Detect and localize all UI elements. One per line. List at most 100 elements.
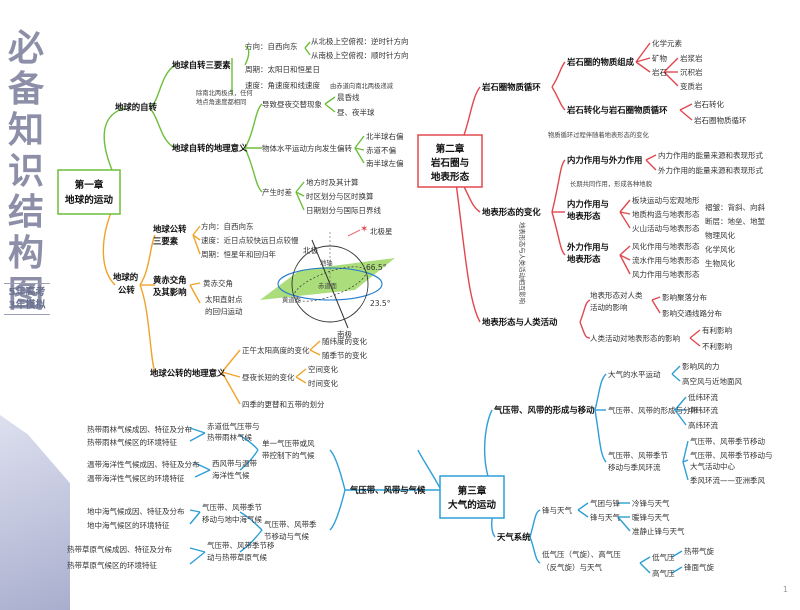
- ch3-a1b: 地中海气候区的环境特征: [87, 520, 170, 530]
- ch1-ecliptic-2: 及其影响: [153, 287, 187, 297]
- ch2-r1: 岩浆岩: [680, 53, 703, 63]
- ch2-trans: 岩石转化与岩石圈物质循环: [566, 105, 668, 115]
- ch2-plate-b: 地质构造与地表形态: [632, 209, 700, 219]
- ch3-move-b-2: 大气活动中心: [690, 461, 735, 471]
- star-pointer: [347, 229, 361, 237]
- earth-axis: [311, 239, 349, 329]
- ch3-s2a: 温带海洋性气候成因、特征及分布: [87, 459, 200, 469]
- ch3-a2-1: 气压带、风带季节移: [207, 540, 275, 550]
- ch3-move-a: 气压带、风带季节移动: [690, 436, 765, 446]
- ch1-ecliptic-1: 黄赤交角: [153, 275, 187, 285]
- ch1-daylen-a: 空间变化: [308, 364, 338, 374]
- ch3-s2-2: 海洋性气候: [212, 470, 250, 480]
- ch3-s1-1: 赤道低气压带与: [207, 421, 260, 431]
- ch3-belt-a: 低纬环流: [688, 392, 718, 402]
- ch1-rot-speed-note: 由赤道向南北两极递减: [330, 81, 394, 90]
- ch1-ecliptic-b-2: 的回归运动: [205, 306, 243, 316]
- ch3-box: 第三章 大气的运动: [439, 475, 505, 519]
- ecliptic-plane-label: 黄道面: [282, 295, 301, 304]
- ch3-cyc-1: 低气压（气旋）、高气压: [542, 549, 621, 559]
- ch1-title-1: 第一章: [75, 179, 104, 191]
- ch3-s2-1: 西风带与温带: [212, 459, 257, 468]
- ch1-deflect: 物体水平运动方向发生偏转: [262, 143, 352, 153]
- north-star-icon: ✶: [360, 224, 368, 235]
- ch3-high-a: 锋面气旋: [684, 562, 714, 572]
- ch2-fault: 断层：地垒、地堑: [705, 216, 765, 226]
- ch2-comp: 岩石圈的物质组成: [566, 57, 635, 67]
- ch2-h2a: 有利影响: [702, 325, 732, 335]
- ch1-time-c: 日期划分与国际日界线: [306, 205, 381, 215]
- ch1-time: 产生时差: [262, 187, 292, 197]
- ch3-f2: 锋与天气: [590, 512, 620, 522]
- ch3-single-2: 带控制下的气候: [262, 450, 315, 460]
- ch1-rot-dir: 方向：自西向东: [245, 41, 298, 51]
- ch2-weather-2: 地表形态: [567, 254, 601, 264]
- south-pole-label: 南极: [337, 329, 352, 339]
- ch2-landform: 地表形态的变化: [482, 207, 541, 217]
- ch2-h2b: 不利影响: [702, 341, 732, 351]
- ch2-plate-a: 板块运动与宏观地形: [632, 195, 700, 205]
- ch2-box: 第二章 岩石圈与 地表形态: [417, 134, 483, 188]
- ch2-h1a: 影响聚落分布: [662, 292, 707, 302]
- equator-plane-label: 赤道面: [318, 281, 337, 290]
- ch1-rev-speed: 速度：近日点较快远日点较慢: [201, 235, 299, 245]
- ch1-noon: 正午太阳高度的变化: [242, 345, 310, 355]
- ch2-title-3: 地表形态: [431, 171, 470, 183]
- ch1-deflect-s: 南半球左偏: [366, 158, 404, 168]
- ch1-rot-sig: 地球自转的地理意义: [172, 143, 248, 153]
- ch2-io-b: 外力作用的能量来源和表现形式: [658, 165, 763, 175]
- ch1-time-b: 时区划分与区时换算: [306, 191, 374, 201]
- ch1-rot-dir-s: 从南极上空俯视：顺时针方向: [311, 50, 409, 60]
- ch2-t2: 岩石圈物质循环: [694, 115, 747, 125]
- ch3-belt-b: 中纬环流: [688, 405, 718, 415]
- ch2-h2: 人类活动对地表形态的影响: [590, 333, 680, 343]
- ch3-s1-2: 热带雨林气候: [207, 432, 252, 442]
- ch2-h1-2: 活动的影响: [590, 302, 628, 312]
- ch2-c2: 矿物: [652, 53, 667, 63]
- ch2-human: 地表形态与人类活动: [482, 317, 558, 327]
- ch2-io-note: 长期共同作用，形成各种地貌: [570, 179, 653, 188]
- ch2-h1b: 影响交通线路分布: [662, 308, 722, 318]
- ch1-rot-period: 周期：太阳日和恒星日: [245, 64, 320, 74]
- ch3-low-a: 热带气旋: [684, 546, 714, 556]
- sidebar-subtitle: 5年高考 3年模拟: [4, 283, 50, 315]
- ch2-rock: 岩石圈物质循环: [481, 82, 541, 92]
- ch3-alt-1: 气压带、风带季: [264, 519, 317, 529]
- ch3-a1a: 地中海气候成因、特征及分布: [87, 506, 185, 516]
- ch1-rev-period: 周期：恒星年和回归年: [201, 249, 276, 259]
- ch3-hw-b: 高空风与近地面风: [682, 376, 742, 386]
- ch3-f2b: 准静止锋与天气: [632, 526, 685, 536]
- ch3-hw-a: 影响风的力: [682, 361, 720, 371]
- ch2-c1: 化学元素: [652, 38, 682, 48]
- ch2-w-c: 风力作用与地表形态: [632, 269, 700, 279]
- ch2-w-b: 流水作用与地表形态: [632, 255, 700, 265]
- ch1-title-2: 地球的运动: [65, 194, 113, 206]
- ch3-climate: 气压带、风带与气候: [349, 485, 426, 495]
- ch3-title-2: 大气的运动: [448, 499, 496, 511]
- ch3-pressure: 气压带、风带的形成与移动: [493, 405, 595, 415]
- ch3-front: 锋与天气: [542, 505, 572, 515]
- ch2-io-a: 内力作用的能量来源和表现形式: [658, 150, 763, 160]
- ch3-a2b: 热带草原气候区的环境特征: [67, 560, 157, 570]
- ch2-weather-1: 外力作用与: [566, 242, 609, 252]
- ch1-daynight-a: 晨昏线: [337, 92, 360, 102]
- ch1-box: 第一章 地球的运动: [57, 169, 121, 215]
- ch3-move-b-1: 气压带、风带季节移动与: [690, 450, 773, 460]
- ch3-title-1: 第三章: [458, 485, 487, 497]
- north-star-label: 北极星: [370, 226, 393, 236]
- ch3-move-1: 气压带、风带季节: [608, 450, 668, 460]
- ch1-rotation-lines: [103, 41, 365, 211]
- ch2-r3: 变质岩: [680, 81, 703, 91]
- ch1-seasons: 四季的更替和五带的划分: [242, 399, 325, 409]
- ch1-daylen: 昼夜长短的变化: [242, 372, 295, 382]
- ch3-single-1: 单一气压带或风: [262, 438, 315, 448]
- ch2-fold: 褶皱：背斜、向斜: [705, 202, 765, 212]
- ch3-alt-2: 节移动与气候: [264, 531, 309, 541]
- ch3-hw: 大气的水平运动: [608, 369, 661, 379]
- ch2-plate-1: 内力作用与: [567, 199, 609, 209]
- ch2-title-2: 岩石圈与: [430, 157, 469, 169]
- ch1-deflect-n: 北半球右偏: [366, 131, 404, 141]
- angle-1-label: 66.5°: [366, 263, 387, 272]
- ch1-rev-dir: 方向：自西向东: [201, 221, 254, 231]
